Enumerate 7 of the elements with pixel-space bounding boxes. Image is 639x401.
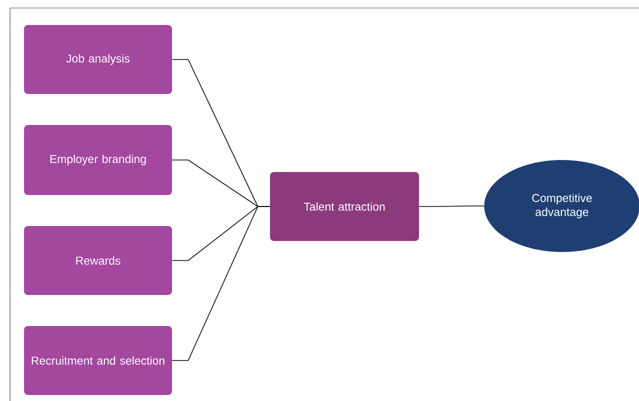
process-box: Talent attraction xyxy=(270,172,419,241)
connector-line xyxy=(172,206,270,361)
process-box: Recruitment and selection xyxy=(24,326,172,395)
process-box: Employer branding xyxy=(24,125,172,195)
process-box: Rewards xyxy=(24,226,172,295)
connector-line xyxy=(418,206,484,207)
process-box: Job analysis xyxy=(24,25,172,94)
